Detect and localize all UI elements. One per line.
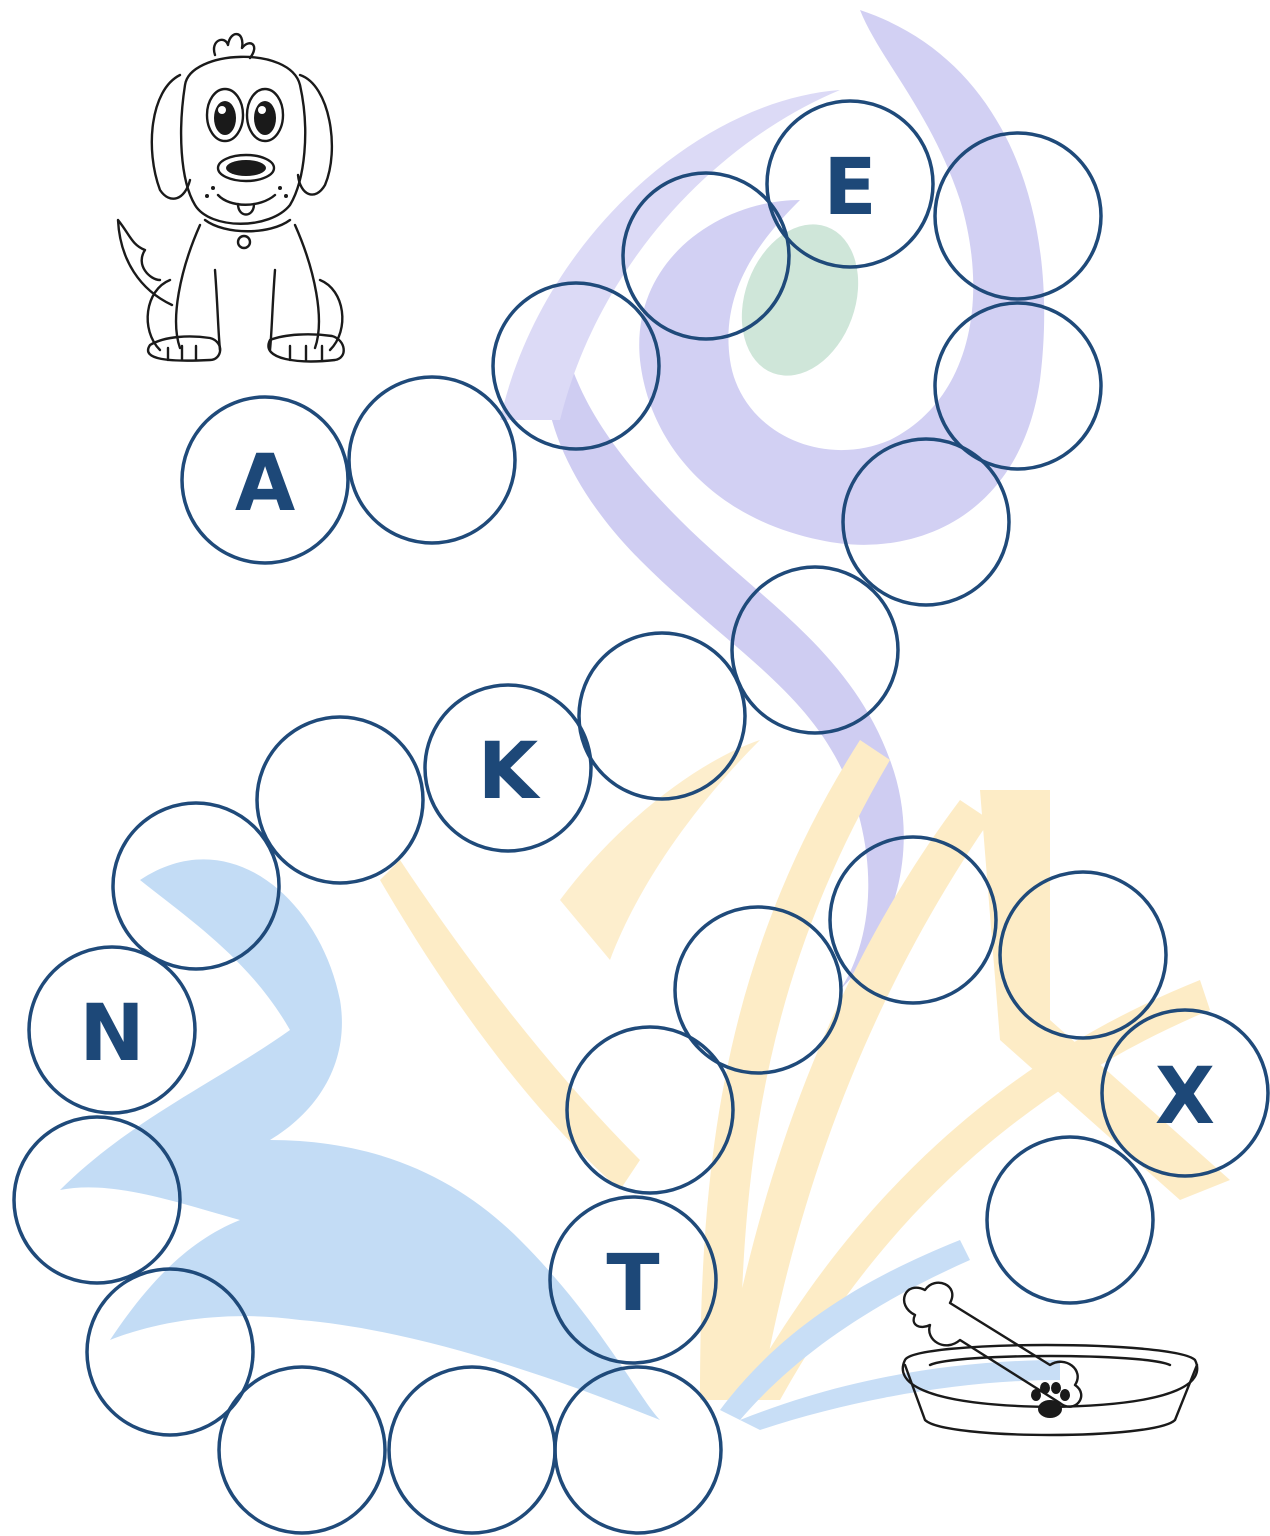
letter-circle[interactable] (985, 1135, 1155, 1305)
letter-circle-outline (387, 1365, 557, 1535)
letter-circle[interactable] (387, 1365, 557, 1535)
watermark-purple-arc (500, 90, 840, 420)
letter-circle-outline (998, 870, 1168, 1040)
letter-circle[interactable] (347, 375, 517, 545)
letter-circle-outline (491, 281, 661, 451)
letter-circle-outline (765, 99, 935, 269)
letter-circle[interactable] (111, 801, 281, 971)
letter-circle-outline (217, 1365, 387, 1535)
letter-circle[interactable] (933, 301, 1103, 471)
letter-circle-outline (347, 375, 517, 545)
circle-letter: T (606, 1239, 659, 1329)
letter-circle-outline (255, 715, 425, 885)
letter-circle[interactable] (553, 1365, 723, 1535)
letter-circle-outline (933, 131, 1103, 301)
letter-circle[interactable] (577, 631, 747, 801)
letter-circle-outline (27, 945, 197, 1115)
letter-path: A E K N T X (12, 99, 1270, 1535)
letter-circle-outline (85, 1267, 255, 1437)
dog-bowl-with-bone-illustration (901, 1281, 1199, 1437)
letter-circle[interactable] (998, 870, 1168, 1040)
watermark-purple-tail (544, 300, 904, 990)
letter-circle[interactable]: K (423, 683, 593, 853)
letter-circle-outline (111, 801, 281, 971)
letter-circle-outline (621, 171, 791, 341)
letter-circle-outline (985, 1135, 1155, 1305)
letter-circle-outline (423, 683, 593, 853)
letter-circle-outline (828, 835, 998, 1005)
letter-circle-outline (12, 1115, 182, 1285)
letter-circle-outline (548, 1195, 718, 1365)
letter-circle[interactable] (673, 905, 843, 1075)
letter-circle-outline (565, 1025, 735, 1195)
letter-circle[interactable] (621, 171, 791, 341)
circle-letter: A (235, 439, 295, 529)
circle-letter: N (79, 989, 144, 1079)
circle-letter: E (823, 143, 876, 233)
letter-circle[interactable] (491, 281, 661, 451)
circle-letter: K (478, 727, 541, 817)
circle-letter: X (1155, 1052, 1215, 1142)
watermark-blue-fan (720, 1240, 1060, 1430)
letter-circle[interactable]: A (180, 395, 350, 565)
letter-circle[interactable]: E (765, 99, 935, 269)
letter-circle[interactable]: T (548, 1195, 718, 1365)
letter-circle-outline (577, 631, 747, 801)
letter-circle[interactable] (217, 1365, 387, 1535)
letter-circle[interactable] (12, 1115, 182, 1285)
watermark-purple-swirl (639, 10, 1045, 545)
letter-circle[interactable]: X (1100, 1008, 1270, 1178)
letter-circle[interactable] (565, 1025, 735, 1195)
letter-circle-outline (553, 1365, 723, 1535)
letter-circle[interactable]: N (27, 945, 197, 1115)
watermark-green-oval (741, 224, 859, 376)
letter-circle[interactable] (730, 565, 900, 735)
letter-circle-outline (180, 395, 350, 565)
letter-circle[interactable] (255, 715, 425, 885)
letter-circle-outline (730, 565, 900, 735)
paw-print-icon (1031, 1382, 1070, 1418)
letter-circle[interactable] (841, 437, 1011, 607)
letter-circle[interactable] (85, 1267, 255, 1437)
letter-circle-outline (841, 437, 1011, 607)
letter-circle-outline (933, 301, 1103, 471)
letter-circle[interactable] (828, 835, 998, 1005)
puppy-illustration (116, 32, 345, 363)
letter-circle[interactable] (933, 131, 1103, 301)
watermark-yellow-fan (560, 740, 760, 960)
letter-circle-outline (673, 905, 843, 1075)
letter-circle-outline (1100, 1008, 1270, 1178)
